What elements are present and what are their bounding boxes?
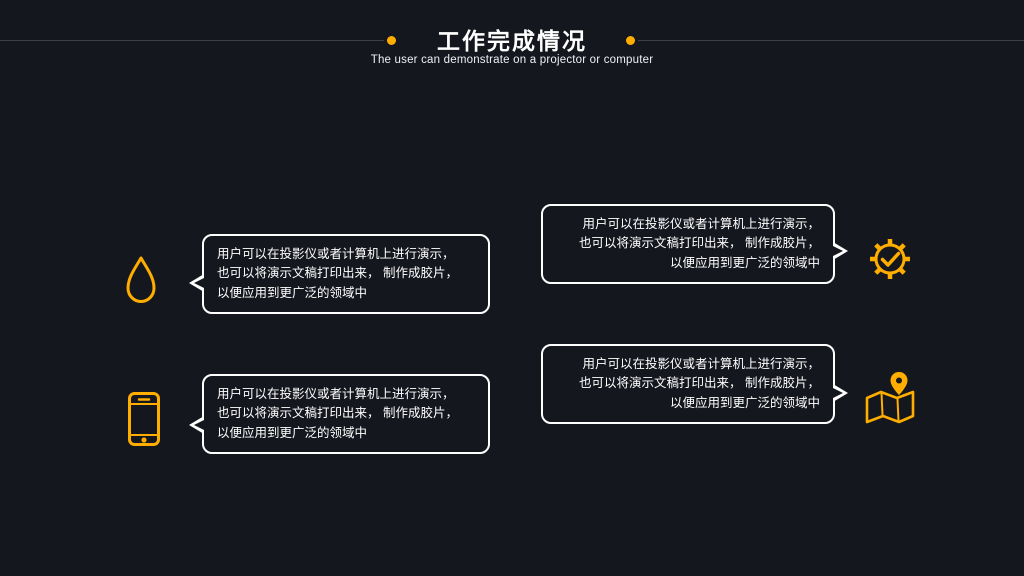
bubble-text: 用户可以在投影仪或者计算机上进行演示， 也可以将演示文稿打印出来， 制作成胶片，… xyxy=(579,357,820,410)
bubble-text: 用户可以在投影仪或者计算机上进行演示， 也可以将演示文稿打印出来， 制作成胶片，… xyxy=(217,387,458,440)
bubble-text: 用户可以在投影仪或者计算机上进行演示， 也可以将演示文稿打印出来， 制作成胶片，… xyxy=(217,247,458,300)
slide-subtitle: The user can demonstrate on a projector … xyxy=(370,54,654,66)
water-drop-icon xyxy=(121,254,161,313)
bubble-text: 用户可以在投影仪或者计算机上进行演示， 也可以将演示文稿打印出来， 制作成胶片，… xyxy=(579,217,820,270)
speech-bubble: 用户可以在投影仪或者计算机上进行演示， 也可以将演示文稿打印出来， 制作成胶片，… xyxy=(189,374,490,454)
bubble-tail-icon xyxy=(831,242,848,260)
speech-bubble: 用户可以在投影仪或者计算机上进行演示， 也可以将演示文稿打印出来， 制作成胶片，… xyxy=(541,204,848,284)
header-dot-right-icon xyxy=(626,36,635,45)
slide-title: 工作完成情况 xyxy=(437,28,587,54)
header-dot-left-icon xyxy=(387,36,396,45)
speech-bubble: 用户可以在投影仪或者计算机上进行演示， 也可以将演示文稿打印出来， 制作成胶片，… xyxy=(541,344,848,424)
bubble-tail-icon xyxy=(831,384,848,402)
speech-bubble: 用户可以在投影仪或者计算机上进行演示， 也可以将演示文稿打印出来， 制作成胶片，… xyxy=(189,234,490,314)
bubble-tail-icon xyxy=(189,416,206,434)
smartphone-icon xyxy=(127,391,161,452)
map-pin-icon xyxy=(862,370,918,431)
bubble-tail-icon xyxy=(189,274,206,292)
header-divider-right xyxy=(638,40,1024,41)
gear-check-icon xyxy=(866,235,914,288)
header-divider-left xyxy=(0,40,384,41)
